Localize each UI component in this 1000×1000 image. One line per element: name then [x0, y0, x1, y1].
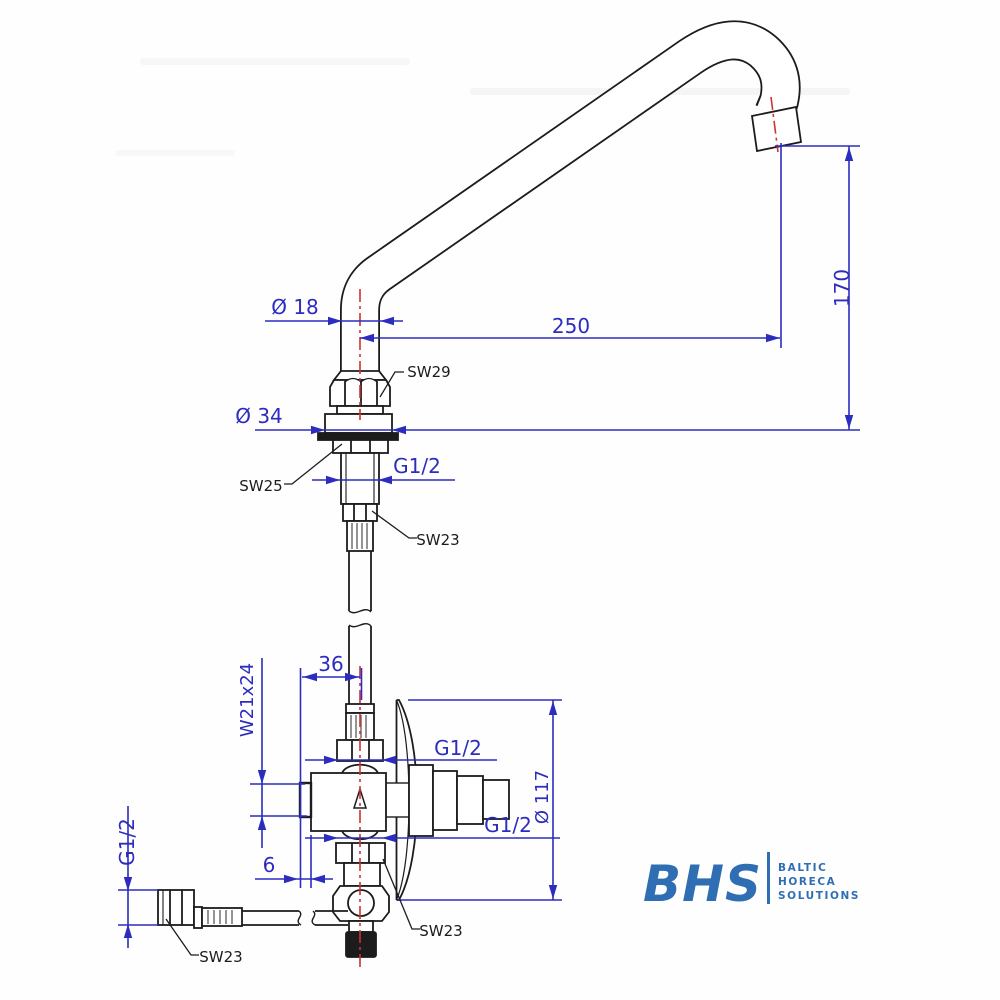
dia18-label: Ø 18 — [271, 295, 319, 319]
shank-hex-sw25 — [332, 439, 389, 454]
leader-sw23-inlet — [165, 918, 199, 956]
threaded-shank-g12 — [340, 452, 380, 505]
sw23-inlet-label: SW23 — [199, 948, 242, 966]
inlet-pipe — [242, 910, 348, 926]
ribbed-connector-upper — [346, 520, 374, 552]
aerator-centerline — [770, 96, 779, 153]
leader-lines — [165, 371, 420, 956]
dia34-label: Ø 34 — [235, 404, 283, 428]
scan-artifacts — [115, 58, 850, 156]
faucet-outline — [157, 20, 803, 958]
bhs-tagline-line3: SOLUTIONS — [778, 890, 860, 902]
bhs-logo: BHS BALTIC HORECA SOLUTIONS — [643, 852, 860, 913]
inlet-nut-sw23 — [157, 889, 195, 926]
bhs-logo-divider — [767, 852, 770, 904]
w21x24-label: W21x24 — [237, 663, 258, 737]
len250-label: 250 — [552, 314, 590, 338]
sw29-label: SW29 — [407, 363, 450, 381]
elbow-collar — [348, 920, 374, 933]
sw23-upper-label: SW23 — [416, 531, 459, 549]
dimension-labels: Ø 18 250 170 SW29 Ø 34 SW25 G1/2 SW23 36… — [115, 269, 854, 966]
leader-sw25 — [284, 443, 343, 485]
len170-label: 170 — [830, 269, 854, 307]
wall-connector-steps — [408, 764, 510, 837]
valve-body — [310, 772, 387, 832]
bhs-logo-text: BHS — [643, 855, 762, 913]
valve-left-port-w21x24 — [298, 781, 313, 819]
leader-sw29 — [379, 371, 404, 398]
leader-sw23-elbow — [382, 858, 420, 930]
bottom-thread-stub — [345, 931, 377, 958]
aerator — [750, 105, 803, 153]
dia117-label: Ø 117 — [532, 770, 553, 824]
wall-pipe — [385, 782, 410, 818]
g12-shank-label: G1/2 — [393, 454, 441, 478]
riser-pipe — [348, 551, 372, 705]
spout-tube — [340, 20, 801, 422]
g12-inlet-label: G1/2 — [115, 818, 139, 866]
elbow-bore — [347, 889, 375, 917]
inlet-ribbed-connector — [193, 906, 243, 929]
sw23-elbow-label: SW23 — [419, 922, 462, 940]
centerlines — [359, 96, 779, 970]
len6-label: 6 — [263, 853, 276, 877]
len36-label: 36 — [318, 652, 343, 676]
sw25-label: SW25 — [239, 477, 282, 495]
elbow-block — [343, 862, 381, 887]
g12-outlet-bottom-label: G1/2 — [484, 813, 532, 837]
bhs-tagline-line2: HORECA — [778, 876, 836, 888]
base-gasket — [317, 432, 399, 441]
g12-outlet-top-label: G1/2 — [434, 736, 482, 760]
coupling-nut-sw23 — [342, 503, 378, 522]
leader-sw23-upper — [371, 510, 417, 539]
bhs-tagline-line1: BALTIC — [778, 862, 827, 874]
flow-direction-marker — [352, 786, 368, 809]
